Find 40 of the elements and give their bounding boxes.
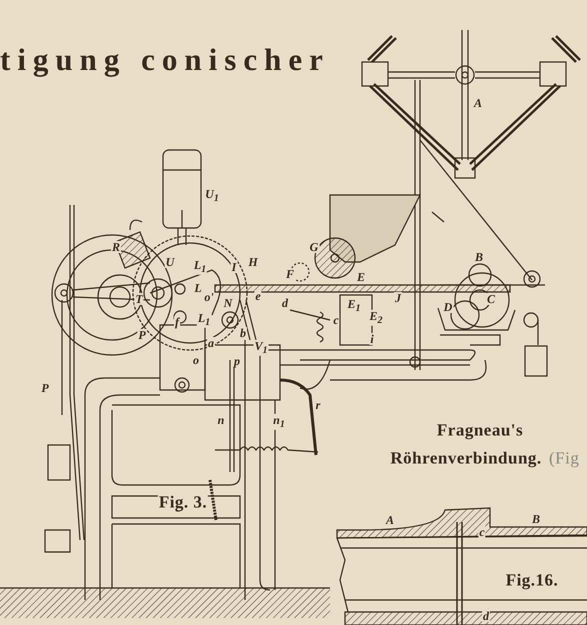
- part-label: E$_{2}$: [368, 310, 384, 326]
- part-label: C: [486, 293, 496, 305]
- part-label: L: [193, 282, 203, 294]
- part-label: I: [230, 261, 238, 273]
- part-label: i: [369, 333, 375, 345]
- part-label: D: [442, 301, 454, 313]
- figure-caption: Fig. 3.: [158, 494, 208, 510]
- part-label: d: [482, 610, 490, 622]
- part-label: U: [164, 256, 176, 268]
- heading: tigung conischer: [0, 42, 330, 78]
- figure-caption: Fragneau's: [436, 422, 524, 438]
- part-label: a: [207, 337, 215, 349]
- part-label: F: [285, 268, 295, 280]
- part-label: P: [40, 382, 50, 394]
- part-label: d: [281, 297, 289, 309]
- part-label: E: [356, 271, 366, 283]
- part-label: n$_{1}$: [272, 414, 286, 430]
- figure-caption: Röhrenverbindung.: [389, 450, 543, 466]
- part-label: L$_{1}$: [196, 312, 212, 328]
- figure-caption: Fig.16.: [504, 572, 560, 588]
- part-label: c: [332, 314, 340, 326]
- part-label: b: [239, 327, 247, 339]
- part-label: P: [137, 329, 147, 341]
- part-label: L$_{1}$: [192, 258, 208, 276]
- part-label: A: [473, 97, 483, 109]
- part-label: B: [474, 251, 484, 263]
- part-label: H: [247, 256, 259, 268]
- part-label: B: [531, 513, 541, 525]
- part-label: J: [394, 292, 402, 304]
- figure-caption: (Fig: [548, 450, 580, 466]
- part-label: G: [308, 241, 320, 253]
- part-label: N: [222, 297, 234, 309]
- part-label: V$_{1}$: [254, 340, 268, 356]
- part-label: f: [174, 316, 180, 328]
- part-label: o': [203, 291, 215, 303]
- part-label: T: [134, 293, 144, 305]
- part-label: A: [385, 514, 395, 526]
- part-label: R: [111, 241, 121, 253]
- part-label: e: [254, 290, 262, 302]
- part-label: c: [478, 526, 486, 538]
